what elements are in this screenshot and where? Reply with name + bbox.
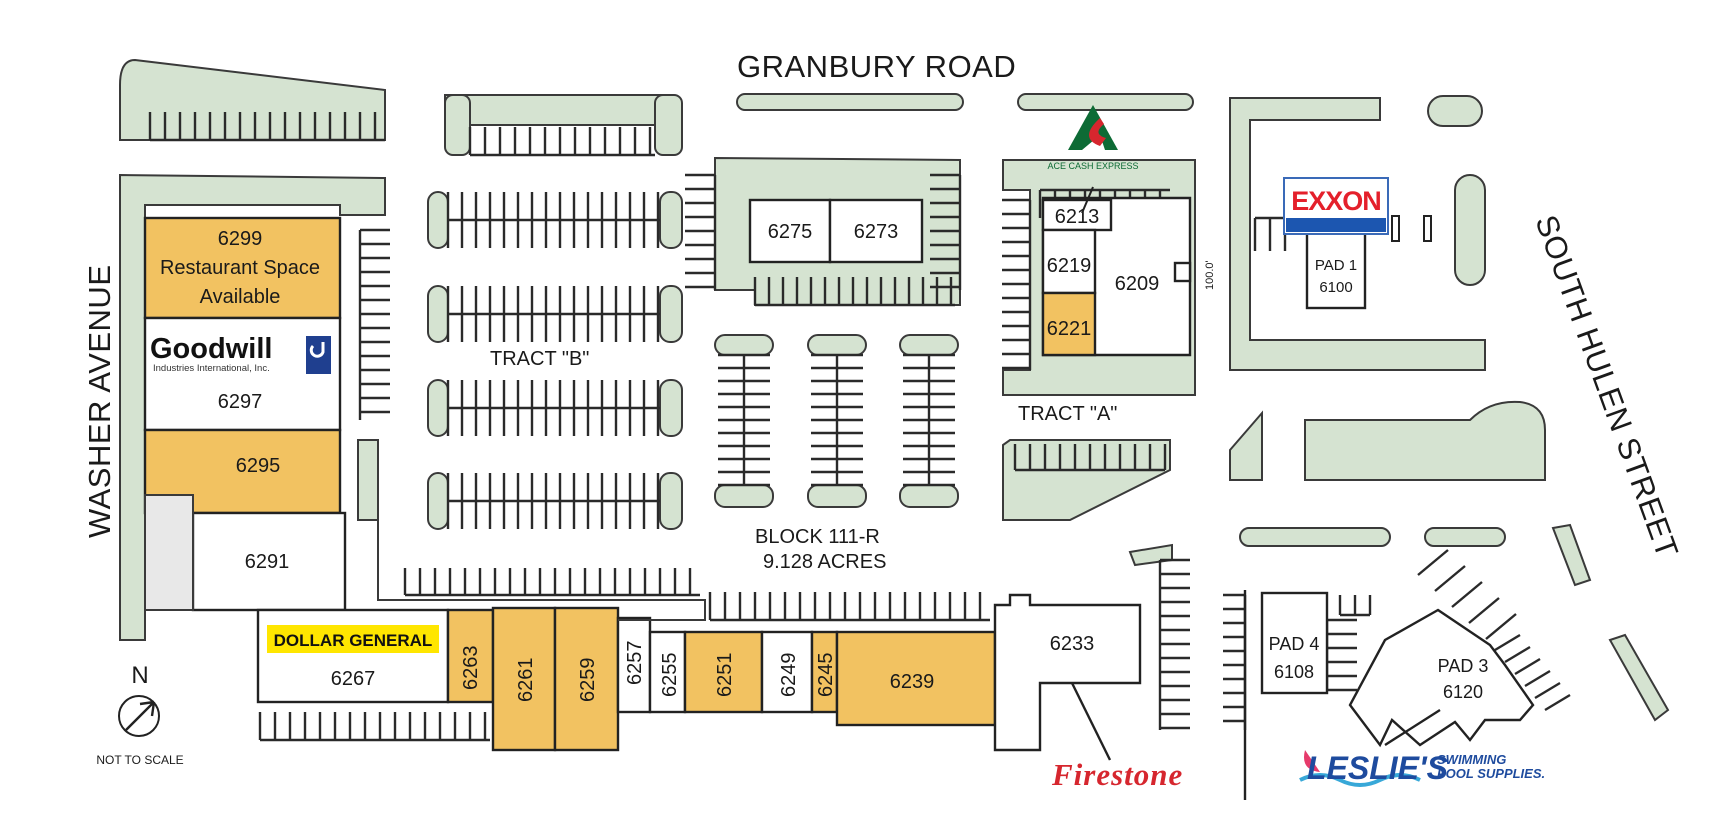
dollar-general-wordmark: DOLLAR GENERAL (274, 631, 433, 650)
unit-6249-number: 6249 (778, 653, 800, 698)
dollar-general-logo: DOLLAR GENERAL (267, 625, 439, 653)
exxon-wordmark: EXXON (1291, 186, 1381, 216)
pad-4[interactable] (1260, 591, 1329, 695)
pad-3[interactable] (1348, 608, 1535, 748)
parking-stall-line (1451, 581, 1483, 608)
parking-stalls (148, 112, 1571, 742)
street-south-hulen: SOUTH HULEN STREET (1528, 210, 1685, 562)
unit-6275-number: 6275 (768, 221, 813, 243)
unit-6299-number: 6299 (218, 228, 263, 250)
parking-stall-line (1434, 565, 1466, 592)
block-acres: 9.128 ACRES (763, 551, 886, 573)
unit-6209-number: 6209 (1115, 273, 1160, 295)
unit-6257-number: 6257 (624, 641, 646, 686)
ace-cash-express-logo: ACE CASH EXPRESS (1047, 105, 1139, 171)
parking-stall-line (1417, 549, 1449, 576)
tract-b-label: TRACT "B" (490, 348, 589, 370)
pad-3-number: 6120 (1443, 682, 1483, 702)
unit-6259[interactable] (553, 606, 620, 752)
block-name: BLOCK 111-R (755, 526, 880, 548)
pad-3-label: PAD 3 (1438, 656, 1489, 676)
parking-stall-line (1514, 657, 1541, 676)
firestone-logo: Firestone (1051, 682, 1183, 792)
unit-6239[interactable] (835, 630, 997, 727)
firestone-wordmark: Firestone (1051, 757, 1183, 792)
main-building (143, 216, 1142, 752)
tract-a-label: TRACT "A" (1018, 403, 1117, 425)
leslies-sub1: SWIMMING (1437, 752, 1506, 767)
unit-6299[interactable] (143, 216, 342, 320)
unit-6251[interactable] (683, 630, 764, 714)
unit-6261[interactable] (491, 606, 557, 752)
unit-6259-number: 6259 (577, 658, 599, 703)
street-washer-avenue: WASHER AVENUE (82, 265, 117, 539)
leslies-logo: LESLIE'S SWIMMING POOL SUPPLIES. (1299, 708, 1545, 787)
not-to-scale-note: NOT TO SCALE (96, 753, 183, 767)
unit-6245-number: 6245 (815, 653, 837, 698)
unit-6239-number: 6239 (890, 671, 935, 693)
unit-6257[interactable] (616, 616, 652, 714)
parking-stall-line (1524, 669, 1551, 688)
pad-4-label: PAD 4 (1269, 634, 1320, 654)
unit-6233[interactable] (993, 593, 1142, 752)
parking-stall-line (1504, 645, 1531, 664)
pad-1[interactable] (1305, 228, 1367, 310)
unit-6299-line3: Available (200, 286, 281, 308)
goodwill-wordmark: Goodwill (150, 333, 272, 365)
goodwill-subtitle: Industries International, Inc. (153, 363, 270, 374)
outparcel-buildings (748, 196, 1535, 748)
parking-stall-line (1534, 681, 1561, 700)
unit-6291[interactable] (191, 511, 347, 612)
unit-6233-number: 6233 (1050, 633, 1095, 655)
unit-6213-number: 6213 (1055, 206, 1100, 228)
dimension-label: 100.0' (1204, 260, 1216, 290)
unit-6219[interactable] (1041, 228, 1097, 295)
parking-stall-line (1485, 613, 1517, 640)
leslies-wave-icon (1299, 773, 1421, 787)
leslies-wordmark: LESLIE'S (1307, 750, 1449, 786)
unit-6263-number: 6263 (460, 646, 482, 691)
ace-wordmark: ACE CASH EXPRESS (1047, 161, 1138, 171)
parking-stall-line (1544, 693, 1571, 712)
unit-6267-number: 6267 (331, 668, 376, 690)
unit-6297-number: 6297 (218, 391, 263, 413)
pad-1-number: 6100 (1319, 279, 1352, 296)
unit-6221[interactable] (1041, 291, 1097, 357)
unit-6221-number: 6221 (1047, 318, 1092, 340)
parking-stall-line (1494, 633, 1521, 652)
unit-6273-number: 6273 (854, 221, 899, 243)
unit-6219-number: 6219 (1047, 255, 1092, 277)
compass-north-label: N (131, 662, 148, 689)
unit-6263[interactable] (446, 608, 495, 704)
unit-6291-number: 6291 (245, 551, 290, 573)
unit-6251-number: 6251 (714, 653, 736, 698)
goodwill-logo: Goodwill Industries International, Inc. (150, 333, 331, 374)
exxon-logo: EXXON (1283, 177, 1432, 242)
unit-6299-line2: Restaurant Space (160, 257, 320, 279)
unit-6255-number: 6255 (659, 653, 681, 698)
unit-6261-number: 6261 (515, 658, 537, 703)
street-granbury-road: GRANBURY ROAD (737, 49, 1016, 84)
north-compass: N NOT TO SCALE (96, 662, 183, 767)
parking-stall-line (1468, 597, 1500, 624)
pad-4-number: 6108 (1274, 662, 1314, 682)
leslies-sub2: POOL SUPPLIES. (1437, 766, 1545, 781)
unit-6295-number: 6295 (236, 455, 281, 477)
pad-1-label: PAD 1 (1315, 257, 1357, 274)
unit-6273[interactable] (828, 198, 924, 264)
